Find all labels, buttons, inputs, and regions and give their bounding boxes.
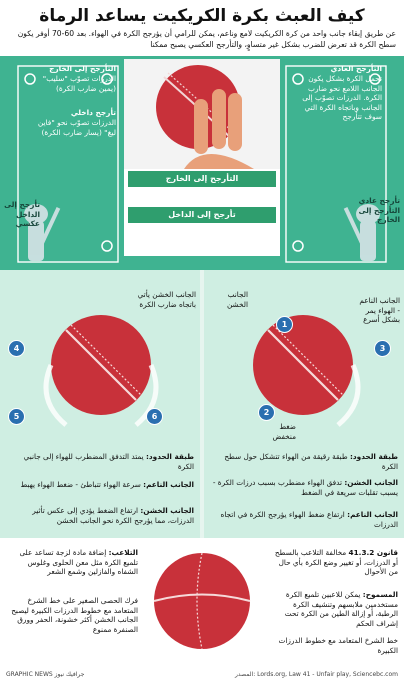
hand-ball-panel: التأرجح إلى الخارج تأرجح إلى الداخل [124, 59, 280, 256]
ball-normal-illustration [253, 315, 361, 427]
callout-6: الجانب الخشن: ارتفاع الضغط يؤدي إلى عكس … [6, 506, 194, 525]
tamper-title: التلاعب: [108, 548, 138, 557]
batsman-left-icon [24, 204, 61, 261]
reverse-in-label: تأرجح إلى الداخل عكسي [4, 200, 40, 228]
normal-swing-text: تحمل الكرة بشكل يكون الجانب اللامع نحو ض… [302, 74, 382, 121]
law-block: قانون 41.3.2 مخالفة التلاعب بالسطح أو ال… [270, 548, 398, 577]
pitch-markings [17, 65, 387, 263]
callout-6-text: ارتفاع الضغط يؤدي إلى عكس تأثير الدرزات،… [32, 506, 194, 525]
smooth-side-label: الجانب الناعم - الهواء يمر بشكل أسرع [359, 296, 400, 324]
credit-text: GRAPHIC NEWS جرافيك نيوز [6, 671, 85, 678]
allowed-title: المسموح: [362, 590, 398, 599]
fingers-icon [194, 89, 242, 154]
callout-2-title: الجانب الخشن: [344, 478, 398, 487]
callout-5: الجانب الناعم: سرعة الهواء تتباطئ - ضغط … [6, 480, 194, 490]
callout-number-4: 4 [8, 340, 25, 357]
callout-3: الجانب الناعم: ارتفاع ضغط الهواء يؤرجح ا… [210, 510, 398, 529]
callout-4-text: يمتد التدفق المضطرب للهواء إلى جانبي الك… [23, 452, 194, 471]
callout-number-5: 5 [8, 408, 25, 425]
tamper-block: التلاعب: إضافة مادة لزجة تساعد على تلميع… [6, 548, 138, 577]
allowed-block: المسموح: يمكن للاعبين تلميع الكرة مستخدم… [270, 590, 398, 628]
stumps-icon [24, 73, 381, 252]
callout-5-title: الجانب الناعم: [143, 480, 194, 489]
reverse-out-label: تأرجح عادي التأرجح إلى الخارج [358, 196, 400, 224]
inswing-arrow: تأرجح إلى الداخل [128, 207, 276, 223]
normal-swing-title: التأرجح العادي [330, 64, 382, 73]
callout-1-text: طبقة رقيقة من الهواء تتشكل حول سطح الكرة [224, 452, 398, 471]
outswing-title: التأرجح إلى الخارج [49, 64, 116, 73]
outswing-text: الدرزات تصوّب "سليب" (يمين ضارب الكرة) [42, 74, 116, 93]
callout-3-text: ارتفاع ضغط الهواء يؤرجح الكرة في اتجاه ا… [220, 510, 398, 529]
page-title: كيف العبث بكرة الكريكيت يساعد الرماة [39, 6, 365, 26]
callout-2: الجانب الخشن: تدفق الهواء مضطرب بسبب درز… [210, 478, 398, 497]
source-text: المصدر: Lords.org, Law 41 - Unfair play,… [235, 671, 398, 678]
callout-number-3: 3 [374, 340, 391, 357]
allowed-text: يمكن للاعبين تلميع الكرة مستخدمين ملابسه… [284, 590, 398, 628]
callout-6-title: الجانب الخشن: [140, 506, 194, 515]
rough-side-label-left: الجانب الخشن يأتي باتجاه ضارب الكرة [137, 290, 196, 309]
scratch-text: فرك الحصى الصغير على خط الشرخ المتعامد م… [11, 596, 138, 634]
hand-grip-illustration [124, 59, 280, 169]
law-text: مخالفة التلاعب بالسطح أو الدرزات، أو تغي… [274, 548, 398, 576]
footer: المصدر: Lords.org, Law 41 - Unfair play,… [0, 668, 404, 682]
callout-number-2: 2 [258, 404, 275, 421]
callout-4: طبقة الحدود: يمتد التدفق المضطرب للهواء … [6, 452, 194, 471]
low-pressure-label: ضغط منخفض [272, 422, 296, 441]
cricket-ball-icon [154, 553, 250, 649]
intro-text: عن طريق إبقاء جانب واحد من كرة الكريكيت … [17, 29, 396, 49]
rough-side-label-right: الجانب الخشن [226, 290, 248, 309]
callout-number-6: 6 [146, 408, 163, 425]
law-title: قانون 41.3.2 [348, 548, 398, 557]
callout-5-text: سرعة الهواء تتباطئ - ضغط الهواء يهبط [20, 480, 141, 489]
callout-1-title: طبقة الحدود: [350, 452, 398, 461]
batsman-right-icon [343, 204, 380, 261]
tamper-text: إضافة مادة لزجة تساعد على تلميع الكرة مث… [19, 548, 138, 576]
inswing-text: الدرزات تصوّب نحو "فاين ليغ" (يسار ضارب … [37, 118, 116, 137]
callout-1: طبقة الحدود: طبقة رقيقة من الهواء تتشكل … [210, 452, 398, 471]
seam-caption: خط الشرخ المتعامد مع خطوط الدرزات الكبير… [278, 636, 398, 655]
callout-3-title: الجانب الناعم: [347, 510, 398, 519]
outswing-arrow: التأرجح إلى الخارج [128, 171, 276, 187]
callout-2-text: تدفق الهواء مضطرب بسبب درزات الكرة - يسب… [212, 478, 398, 497]
callout-4-title: طبقة الحدود: [146, 452, 194, 461]
ball-close-up-illustration [153, 552, 251, 650]
ball-reverse-illustration [43, 315, 159, 427]
inswing-title: تأرجح داخلي [70, 108, 116, 117]
callout-number-1: 1 [276, 316, 293, 333]
